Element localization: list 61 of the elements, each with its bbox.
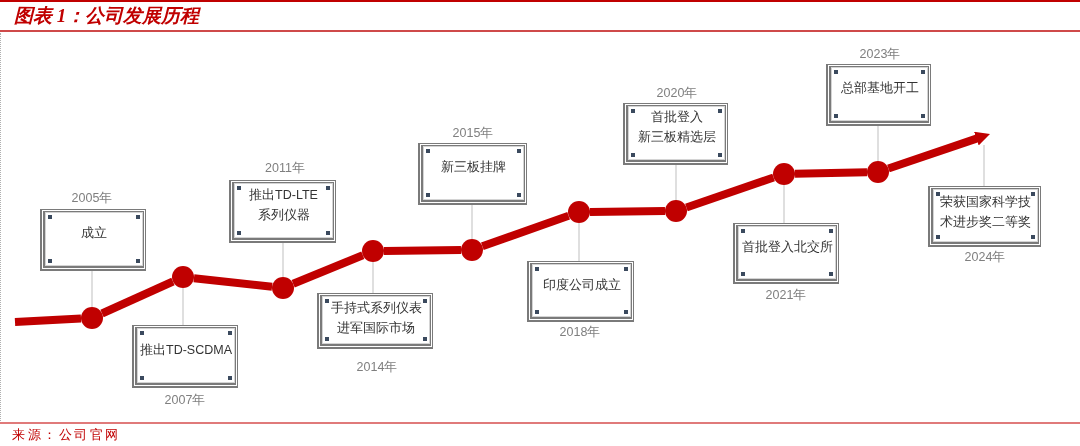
timeline-dot (272, 277, 294, 299)
timeline-dot (773, 163, 795, 185)
leader-line (675, 164, 677, 201)
leader-line (783, 184, 785, 224)
event-box (40, 209, 146, 271)
leader-line (91, 270, 93, 308)
chart-title: 图表 1：公司发展历程 (14, 4, 200, 28)
event-box (418, 143, 527, 205)
event-box (623, 103, 728, 165)
year-label: 2015年 (452, 125, 494, 141)
timeline-segment (481, 211, 570, 251)
event-text: 首批登入新三板精选层 (636, 109, 717, 146)
year-label: 2024年 (964, 249, 1006, 265)
event-text: 首批登入北交所 (741, 238, 833, 256)
event-box (132, 325, 238, 388)
event-box (733, 223, 839, 284)
timeline-segment (14, 314, 82, 326)
timeline-segment (291, 251, 365, 288)
timeline-segment (383, 246, 462, 255)
timeline-dot (172, 266, 194, 288)
source-note: 来源：公司官网 (12, 427, 121, 443)
timeline-dot (461, 239, 483, 261)
event-text: 荣获国家科学技术进步奖二等奖 (939, 193, 1032, 231)
timeline-segment (589, 207, 666, 216)
event-box (229, 180, 336, 243)
leader-line (877, 125, 879, 162)
timeline-segment (100, 277, 175, 318)
event-box (928, 186, 1041, 247)
event-text: 新三板挂牌 (441, 159, 506, 176)
year-label: 2014年 (356, 359, 398, 375)
event-text: 手持式系列仪表进军国际市场 (329, 300, 423, 337)
timeline-segment (794, 168, 868, 178)
event-text: 总部基地开工 (840, 80, 919, 97)
year-label: 2007年 (164, 392, 206, 408)
timeline-arrow (887, 131, 990, 173)
timeline-dot (867, 161, 889, 183)
event-text: 成立 (81, 225, 107, 242)
timeline-segment (685, 173, 775, 212)
event-text: 印度公司成立 (542, 276, 621, 294)
leader-line (578, 222, 580, 262)
event-box (527, 261, 634, 322)
timeline-dot (81, 307, 103, 329)
year-label: 2005年 (71, 190, 113, 206)
event-text: 推出TD-LTE系列仪器 (248, 186, 319, 224)
year-label: 2011年 (265, 160, 305, 176)
event-box (826, 64, 931, 126)
event-box (317, 293, 433, 349)
leader-line (182, 287, 184, 326)
timeline-dot (568, 201, 590, 223)
timeline-dot (362, 240, 384, 262)
timeline-dot (665, 200, 687, 222)
year-label: 2018年 (559, 324, 601, 340)
leader-line (471, 204, 473, 240)
timeline-segment (193, 274, 273, 291)
year-label: 2023年 (859, 46, 901, 62)
leader-line (282, 242, 284, 278)
leader-line (983, 144, 985, 187)
year-label: 2021年 (765, 287, 807, 303)
leader-line (372, 261, 374, 294)
year-label: 2020年 (656, 85, 698, 101)
event-text: 推出TD-SCDMA (140, 341, 232, 359)
